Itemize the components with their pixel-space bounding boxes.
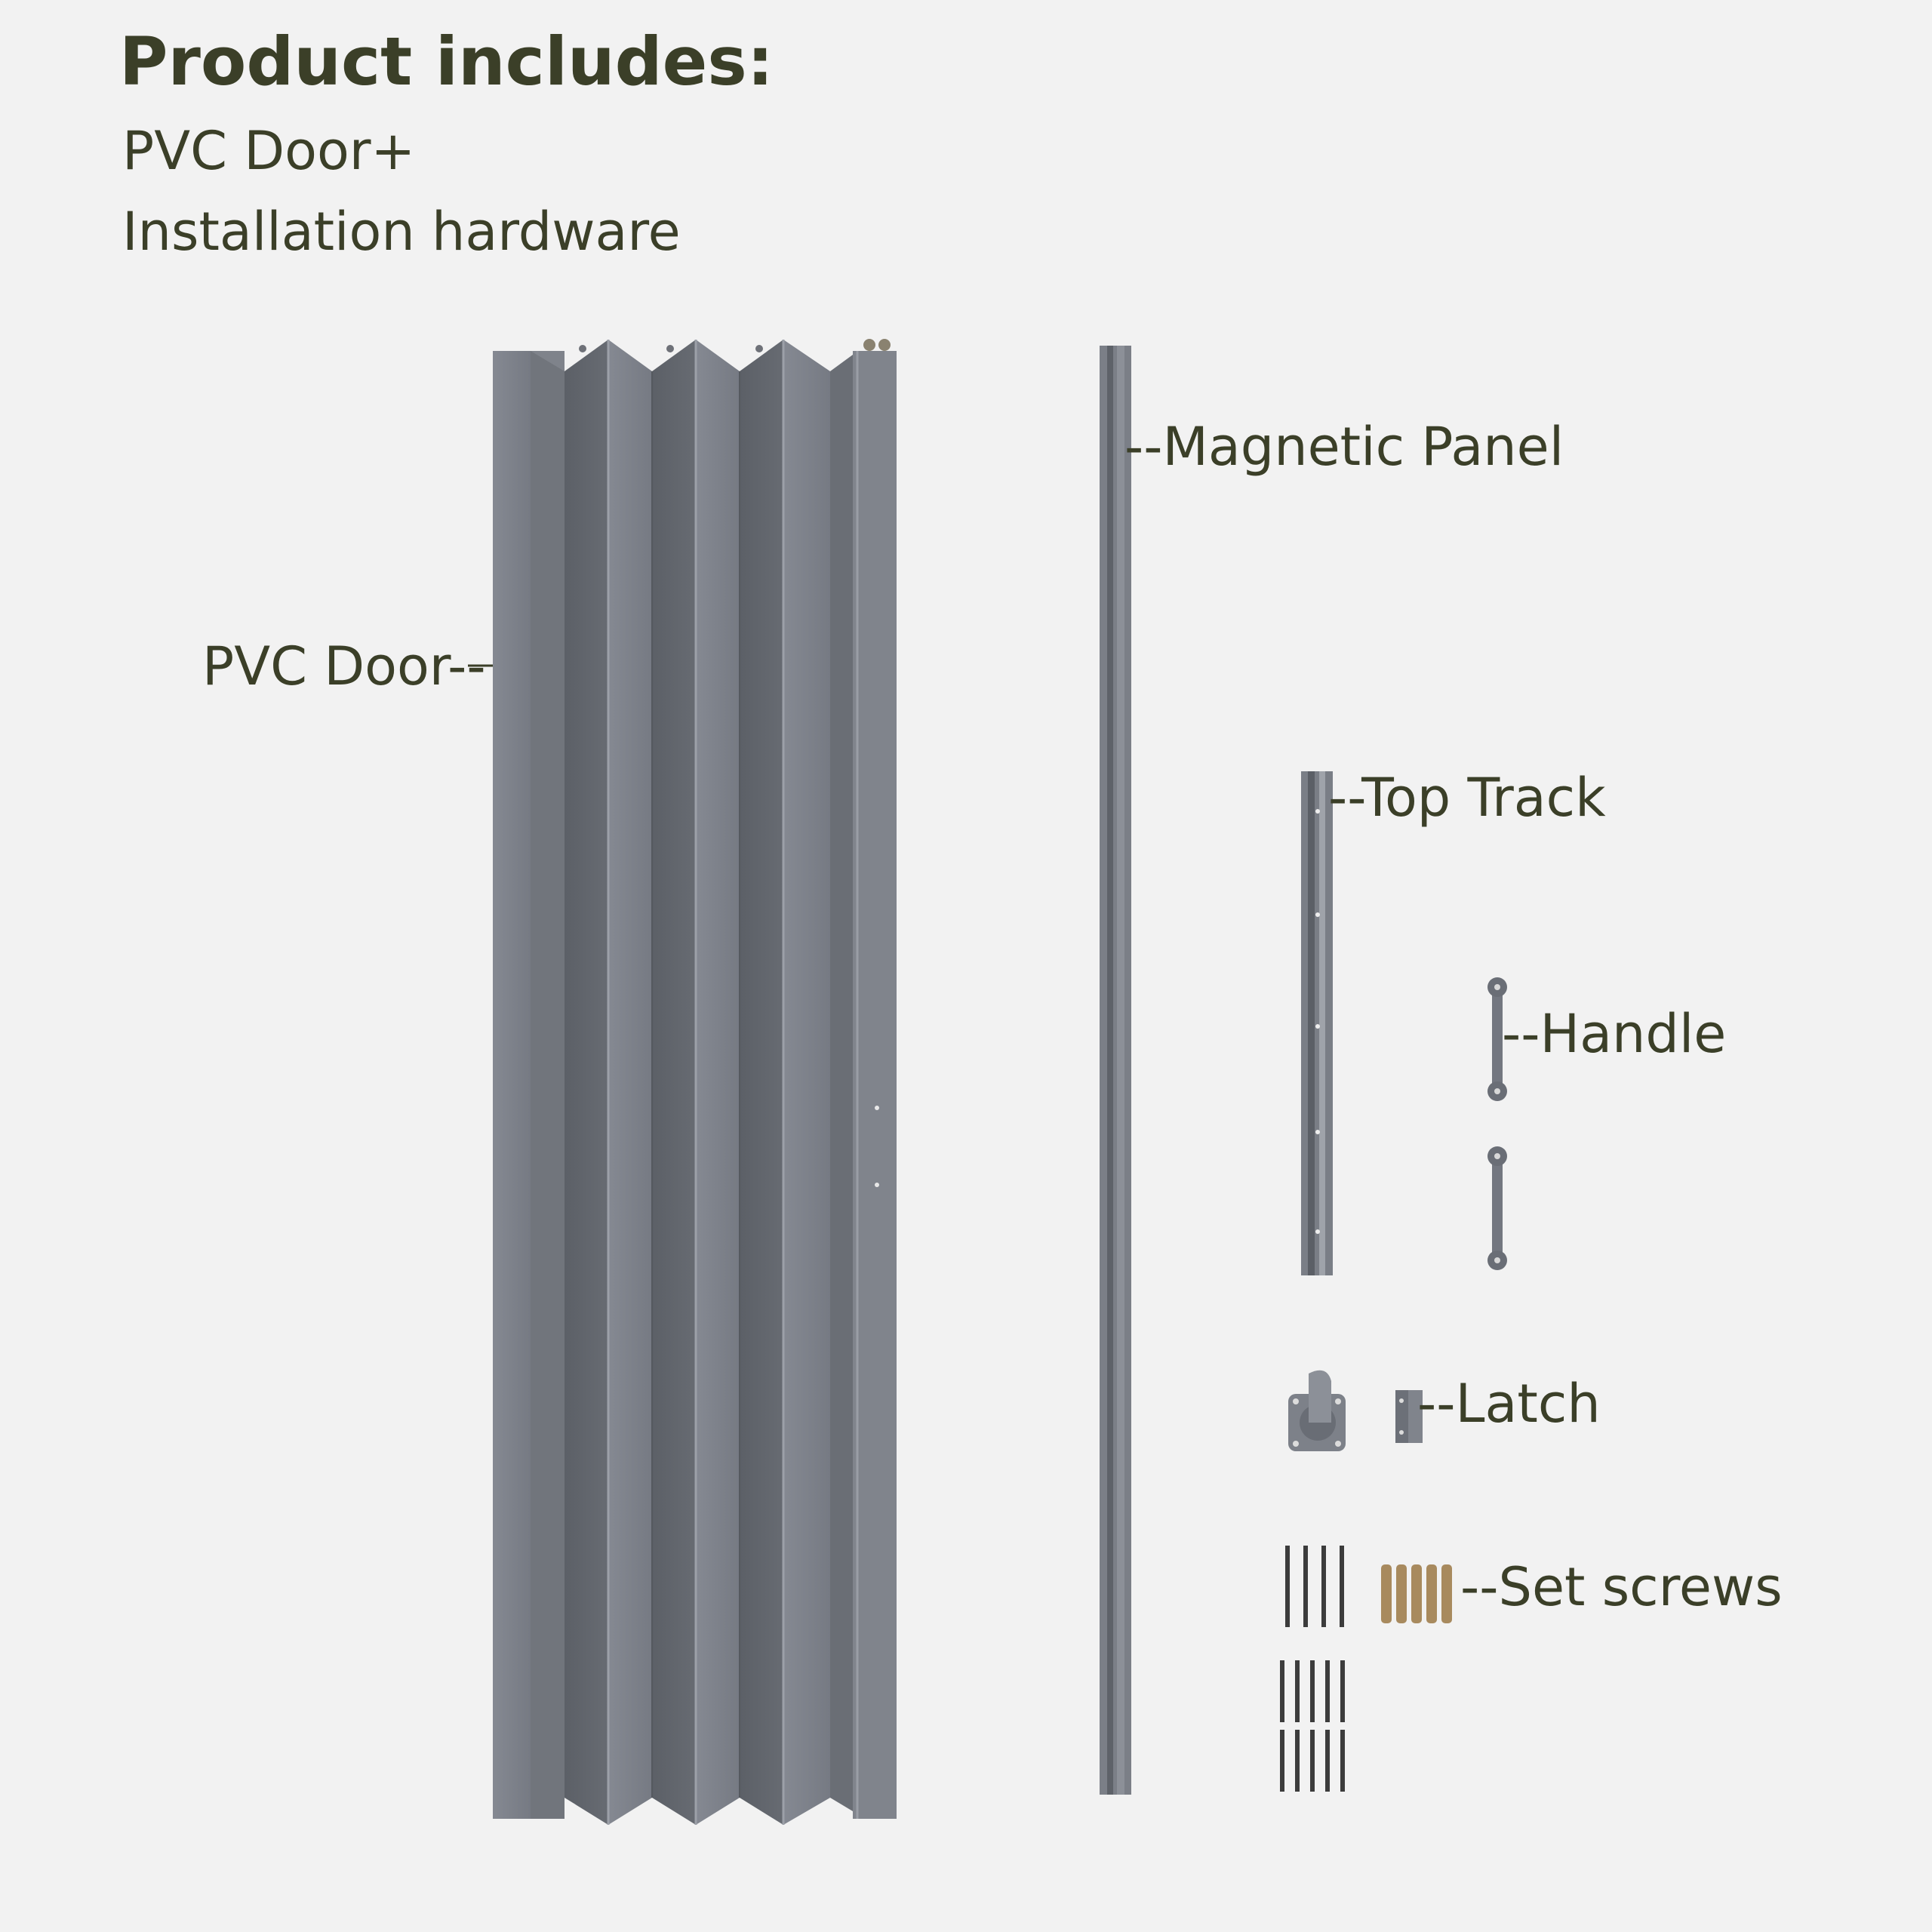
label-magnetic-panel: --Magnetic Panel bbox=[1124, 416, 1564, 478]
magnetic-panel-image bbox=[1100, 346, 1131, 1795]
pvc-door-image bbox=[493, 339, 897, 1825]
label-set-screws: --Set screws bbox=[1460, 1556, 1783, 1618]
top-track-image bbox=[1301, 771, 1333, 1275]
latch-image bbox=[1288, 1370, 1423, 1451]
subtitle-line-2: Installation hardware bbox=[122, 201, 681, 263]
subtitle-line-1: PVC Door+ bbox=[122, 120, 416, 182]
label-latch: --Latch bbox=[1417, 1373, 1601, 1435]
handle-image bbox=[1487, 977, 1507, 1270]
page-title: Product includes: bbox=[119, 23, 774, 100]
label-top-track: --Top Track bbox=[1328, 767, 1606, 829]
label-pvc-door: PVC Door-- bbox=[202, 635, 486, 697]
label-handle: --Handle bbox=[1502, 1003, 1727, 1065]
set-screws-image bbox=[1280, 1546, 1452, 1792]
